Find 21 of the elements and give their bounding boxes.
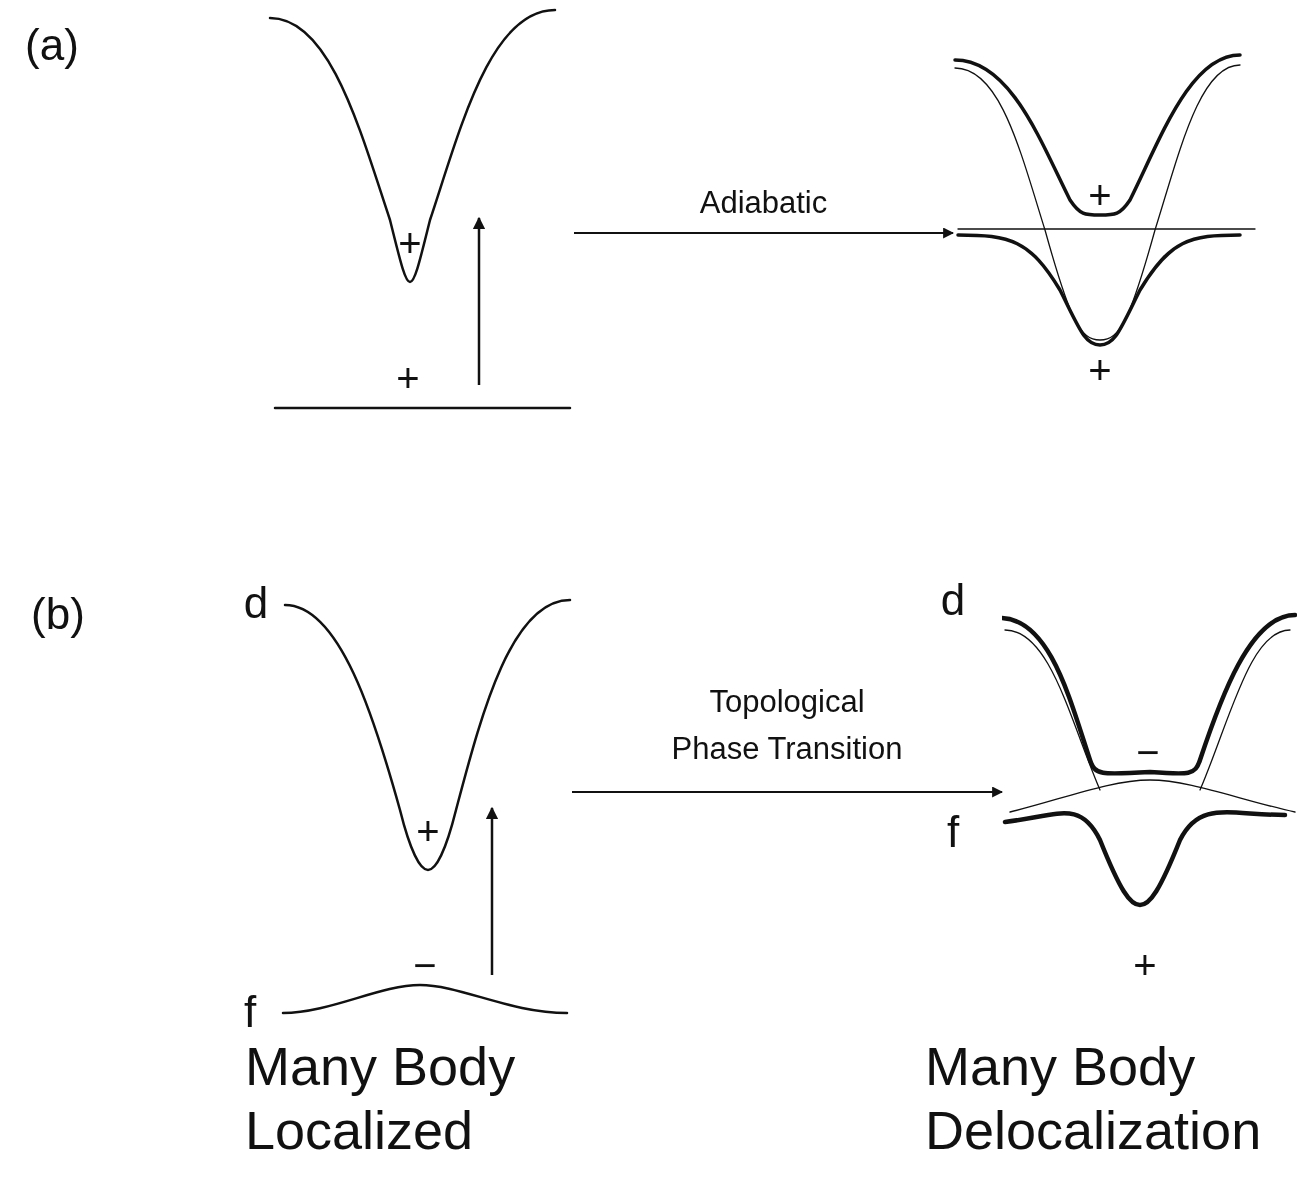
charge-sign: + <box>1133 945 1157 985</box>
panel-label: (a) <box>25 23 79 67</box>
band-label: f <box>243 990 257 1034</box>
node-label: Many Body Localized <box>245 1035 517 1162</box>
panel-label: (b) <box>31 592 85 636</box>
band-label: f <box>946 810 960 854</box>
energy-band-drawing <box>953 52 1258 348</box>
energy-band-drawing <box>281 597 572 1016</box>
charge-sign: + <box>396 358 420 398</box>
charge-sign: + <box>1088 175 1112 215</box>
band-label: d <box>940 578 966 622</box>
charge-sign: + <box>416 811 440 851</box>
charge-sign: − <box>1136 732 1160 772</box>
band-label: d <box>243 581 269 625</box>
charge-sign: + <box>1088 350 1112 390</box>
arrow <box>574 227 955 239</box>
charge-sign: + <box>398 223 422 263</box>
charge-sign: − <box>413 945 437 985</box>
arrow <box>572 786 1004 798</box>
node-label: Many Body Delocalization <box>925 1035 1263 1162</box>
energy-band-drawing <box>1002 612 1297 908</box>
